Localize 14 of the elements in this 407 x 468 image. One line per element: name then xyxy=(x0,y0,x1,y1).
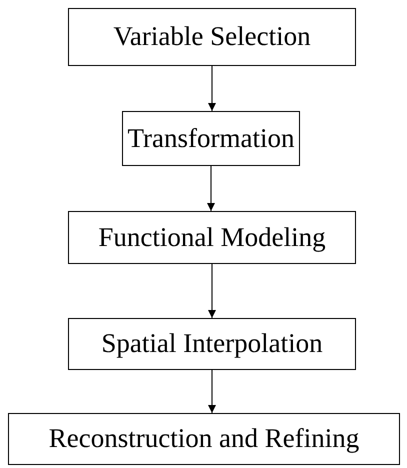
arrow xyxy=(208,264,216,318)
arrow xyxy=(208,66,216,112)
process-box xyxy=(8,413,400,465)
arrow xyxy=(207,166,215,212)
box-label: Transformation xyxy=(128,122,294,155)
box-label: Spatial Interpolation xyxy=(101,327,323,360)
box-label: Reconstruction and Refining xyxy=(48,422,360,456)
process-box xyxy=(122,111,300,166)
process-box xyxy=(68,8,356,66)
process-box xyxy=(68,211,356,264)
box-label: Variable Selection xyxy=(113,20,311,54)
process-box xyxy=(68,318,356,370)
box-label: Functional Modeling xyxy=(98,220,326,254)
arrow xyxy=(208,370,216,414)
